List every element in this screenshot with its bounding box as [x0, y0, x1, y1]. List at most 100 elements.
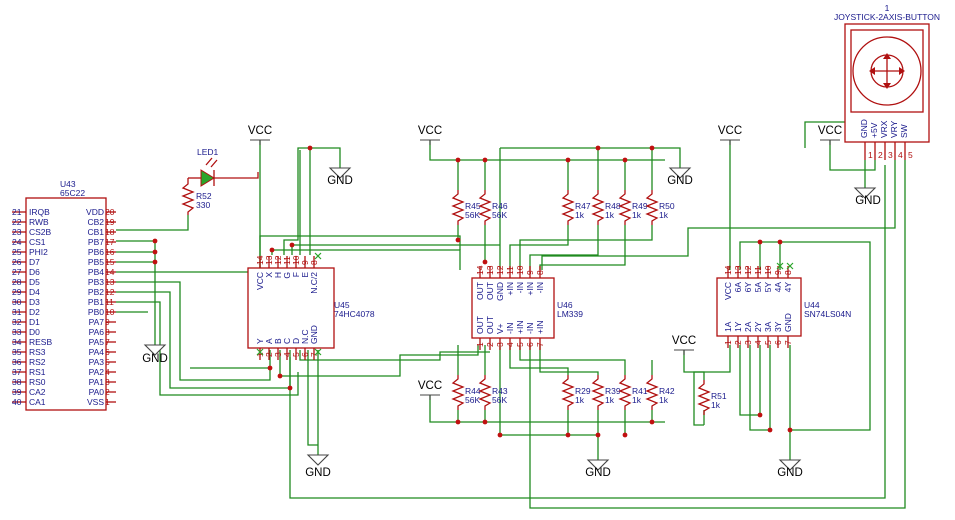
gnd-symbol: GND	[853, 187, 881, 207]
u43-pin-name: PB6	[88, 247, 104, 257]
junction-dot	[289, 242, 295, 248]
u43-pin-number: 34	[12, 337, 22, 347]
joystick-pin-name: +5V	[869, 122, 879, 138]
junction-dot	[757, 239, 763, 245]
chip-pin-number: 4	[505, 342, 515, 347]
chip-pin-number: 11	[753, 266, 763, 275]
resistor-value: 1k	[659, 210, 669, 220]
junction-dot	[152, 259, 158, 265]
junction-dot	[482, 259, 488, 265]
u43-pin-name: RESB	[29, 337, 52, 347]
led1-part: LED1	[188, 147, 259, 187]
u43-pin-number: 3	[105, 377, 110, 387]
u43-pin-number: 33	[12, 327, 22, 337]
u43-pin-name: RS1	[29, 367, 46, 377]
resistor-value: 1k	[575, 395, 585, 405]
u43-pin-number: 13	[105, 277, 115, 287]
svg-text:VCC: VCC	[248, 125, 272, 137]
chip-pin-name: OUT	[475, 316, 485, 334]
u43-pin-name: PA6	[89, 327, 105, 337]
u44-chip: U44 SN74LS04N 14VCC136A126Y115A105Y94A84…	[716, 265, 851, 348]
u43-pin-name: CS1	[29, 237, 46, 247]
resistor-ref: R45	[465, 201, 481, 211]
u43-pin-name: D7	[29, 257, 40, 267]
vcc-symbol: VCC	[418, 125, 442, 145]
junction-dot	[152, 238, 158, 244]
u46-value: LM339	[557, 309, 583, 319]
chip-pin-number: 5	[291, 352, 301, 357]
chip-pin-number: 13	[485, 265, 495, 275]
gnd-symbol: GND	[327, 167, 353, 187]
u43-pin-number: 9	[105, 317, 110, 327]
chip-pin-name: OUT	[485, 316, 495, 334]
chip-pin-number: 3	[743, 340, 753, 345]
u43-pin-name: PA5	[89, 337, 105, 347]
junction-dots	[152, 145, 794, 438]
gnd-symbol: GND	[585, 459, 611, 479]
chip-pin-number: 1	[475, 342, 485, 347]
resistor-ref: R48	[605, 201, 621, 211]
chip-pin-number: 4	[282, 352, 292, 357]
u43-pin-number: 20	[105, 207, 115, 217]
resistor-ref: R44	[465, 386, 481, 396]
u43-pin-name: PB2	[88, 287, 104, 297]
u43-pin-name: D5	[29, 277, 40, 287]
junction-dot	[767, 427, 773, 433]
chip-pin-name: -IN	[535, 282, 545, 293]
resistor-value: 1k	[632, 395, 642, 405]
chip-pin-number: 14	[723, 265, 733, 275]
r52-resistor: R52 330	[181, 178, 212, 215]
u46-chip: U46 LM339 14OUT13OUT12GND11+IN10-IN9+IN8…	[471, 265, 583, 350]
u44-ref: U44	[804, 300, 820, 310]
svg-text:GND: GND	[667, 175, 693, 187]
u43-pin-number: 19	[105, 217, 115, 227]
resistor-value: 56K	[465, 395, 480, 405]
u43-pin-number: 18	[105, 227, 115, 237]
chip-pin-name: N.C	[300, 329, 310, 344]
chip-pin-name: GND	[783, 313, 793, 332]
svg-text:GND: GND	[327, 175, 353, 187]
vcc-symbol: VCC	[718, 125, 742, 145]
chip-pin-name: 5Y	[763, 282, 773, 293]
chip-pin-name: D	[291, 338, 301, 344]
chip-pin-number: 8	[309, 260, 319, 265]
svg-text:VCC: VCC	[418, 380, 442, 392]
resistor-value: 1k	[659, 395, 669, 405]
u43-pin-name: PB5	[88, 257, 104, 267]
junction-dot	[595, 145, 601, 151]
chip-pin-number: 10	[291, 255, 301, 265]
r52-value: 330	[196, 200, 210, 210]
resistor-ref: R50	[659, 201, 675, 211]
chip-pin-name: -IN	[525, 323, 535, 334]
chip-pin-name: 6A	[733, 282, 743, 293]
resistor-body	[451, 375, 465, 410]
u43-pin-number: 40	[12, 397, 22, 407]
vcc-symbol: VCC	[248, 125, 272, 145]
chip-pin-number: 12	[273, 255, 283, 265]
svg-text:VCC: VCC	[418, 125, 442, 137]
chip-pin-number: 7	[783, 340, 793, 345]
joystick-pin-number: 3	[888, 150, 893, 160]
no-connect-marker	[314, 348, 322, 356]
resistor-body	[618, 375, 632, 410]
chip-pin-name: 1Y	[733, 321, 743, 332]
u43-value: 65C22	[60, 188, 85, 198]
u43-pin-number: 12	[105, 287, 115, 297]
resistor-ref: R29	[575, 386, 591, 396]
junction-dot	[649, 145, 655, 151]
u43-pin-number: 29	[12, 287, 22, 297]
u43-pin-name: CS2B	[29, 227, 52, 237]
chip-pin-number: 10	[763, 265, 773, 275]
gnd-symbol: GND	[777, 459, 803, 479]
u43-pin-number: 1	[105, 397, 110, 407]
junction-dot	[622, 432, 628, 438]
chip-pin-number: 12	[495, 265, 505, 275]
joystick-module: 1 JOYSTICK-2AXIS-BUTTON 1GND2+5V3VRX4VRY…	[834, 3, 940, 160]
u43-pin-name: RS0	[29, 377, 46, 387]
u43-pin-number: 16	[105, 247, 115, 257]
junction-dot	[757, 412, 763, 418]
no-connect-marker	[786, 262, 794, 270]
